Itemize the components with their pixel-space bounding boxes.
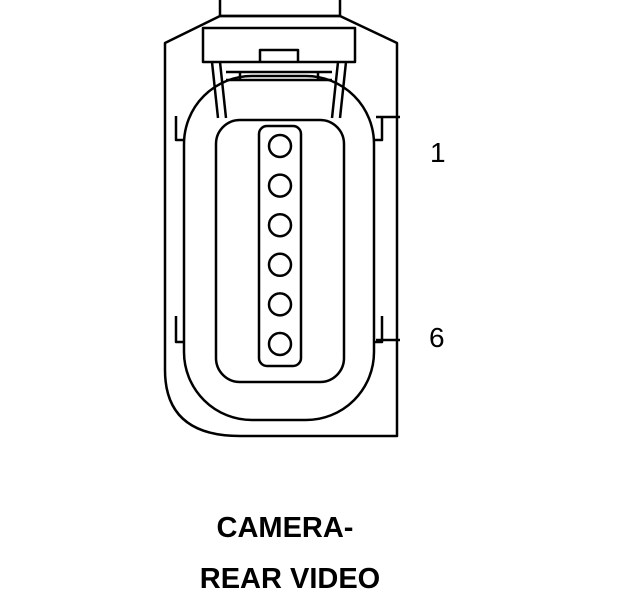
- caption-line-1: CAMERA-: [217, 512, 354, 544]
- locking-latch: [201, 26, 357, 64]
- connector-body: [163, 0, 400, 438]
- pin-3-cavity: [267, 212, 293, 238]
- pin-label-last: 6: [429, 322, 445, 353]
- pin-face: [214, 118, 346, 384]
- pin-5-cavity: [267, 292, 293, 317]
- side-clip-top-right: [373, 116, 384, 142]
- side-clip-top-left: [174, 116, 185, 142]
- side-clip-bottom-right: [373, 316, 384, 344]
- latch-crossbar: [226, 70, 332, 82]
- latch-guide-left: [210, 61, 228, 119]
- pin-label-first: 1: [430, 137, 446, 168]
- latch-center-tab: [258, 48, 300, 62]
- pin-2-cavity: [267, 173, 293, 198]
- pin-6-cavity: [267, 331, 293, 357]
- latch-guide-right: [330, 61, 348, 119]
- outer-housing: [163, 14, 399, 438]
- inner-shroud: [182, 74, 376, 422]
- cable-stub: [218, 0, 342, 18]
- caption-line-2: REAR VIDEO: [200, 563, 380, 595]
- pin-cavities: [267, 133, 293, 357]
- pin-4-cavity: [267, 252, 293, 278]
- pin-1-cavity: [267, 133, 293, 159]
- side-clip-bottom-left: [174, 316, 185, 344]
- pin-strip: [257, 124, 303, 368]
